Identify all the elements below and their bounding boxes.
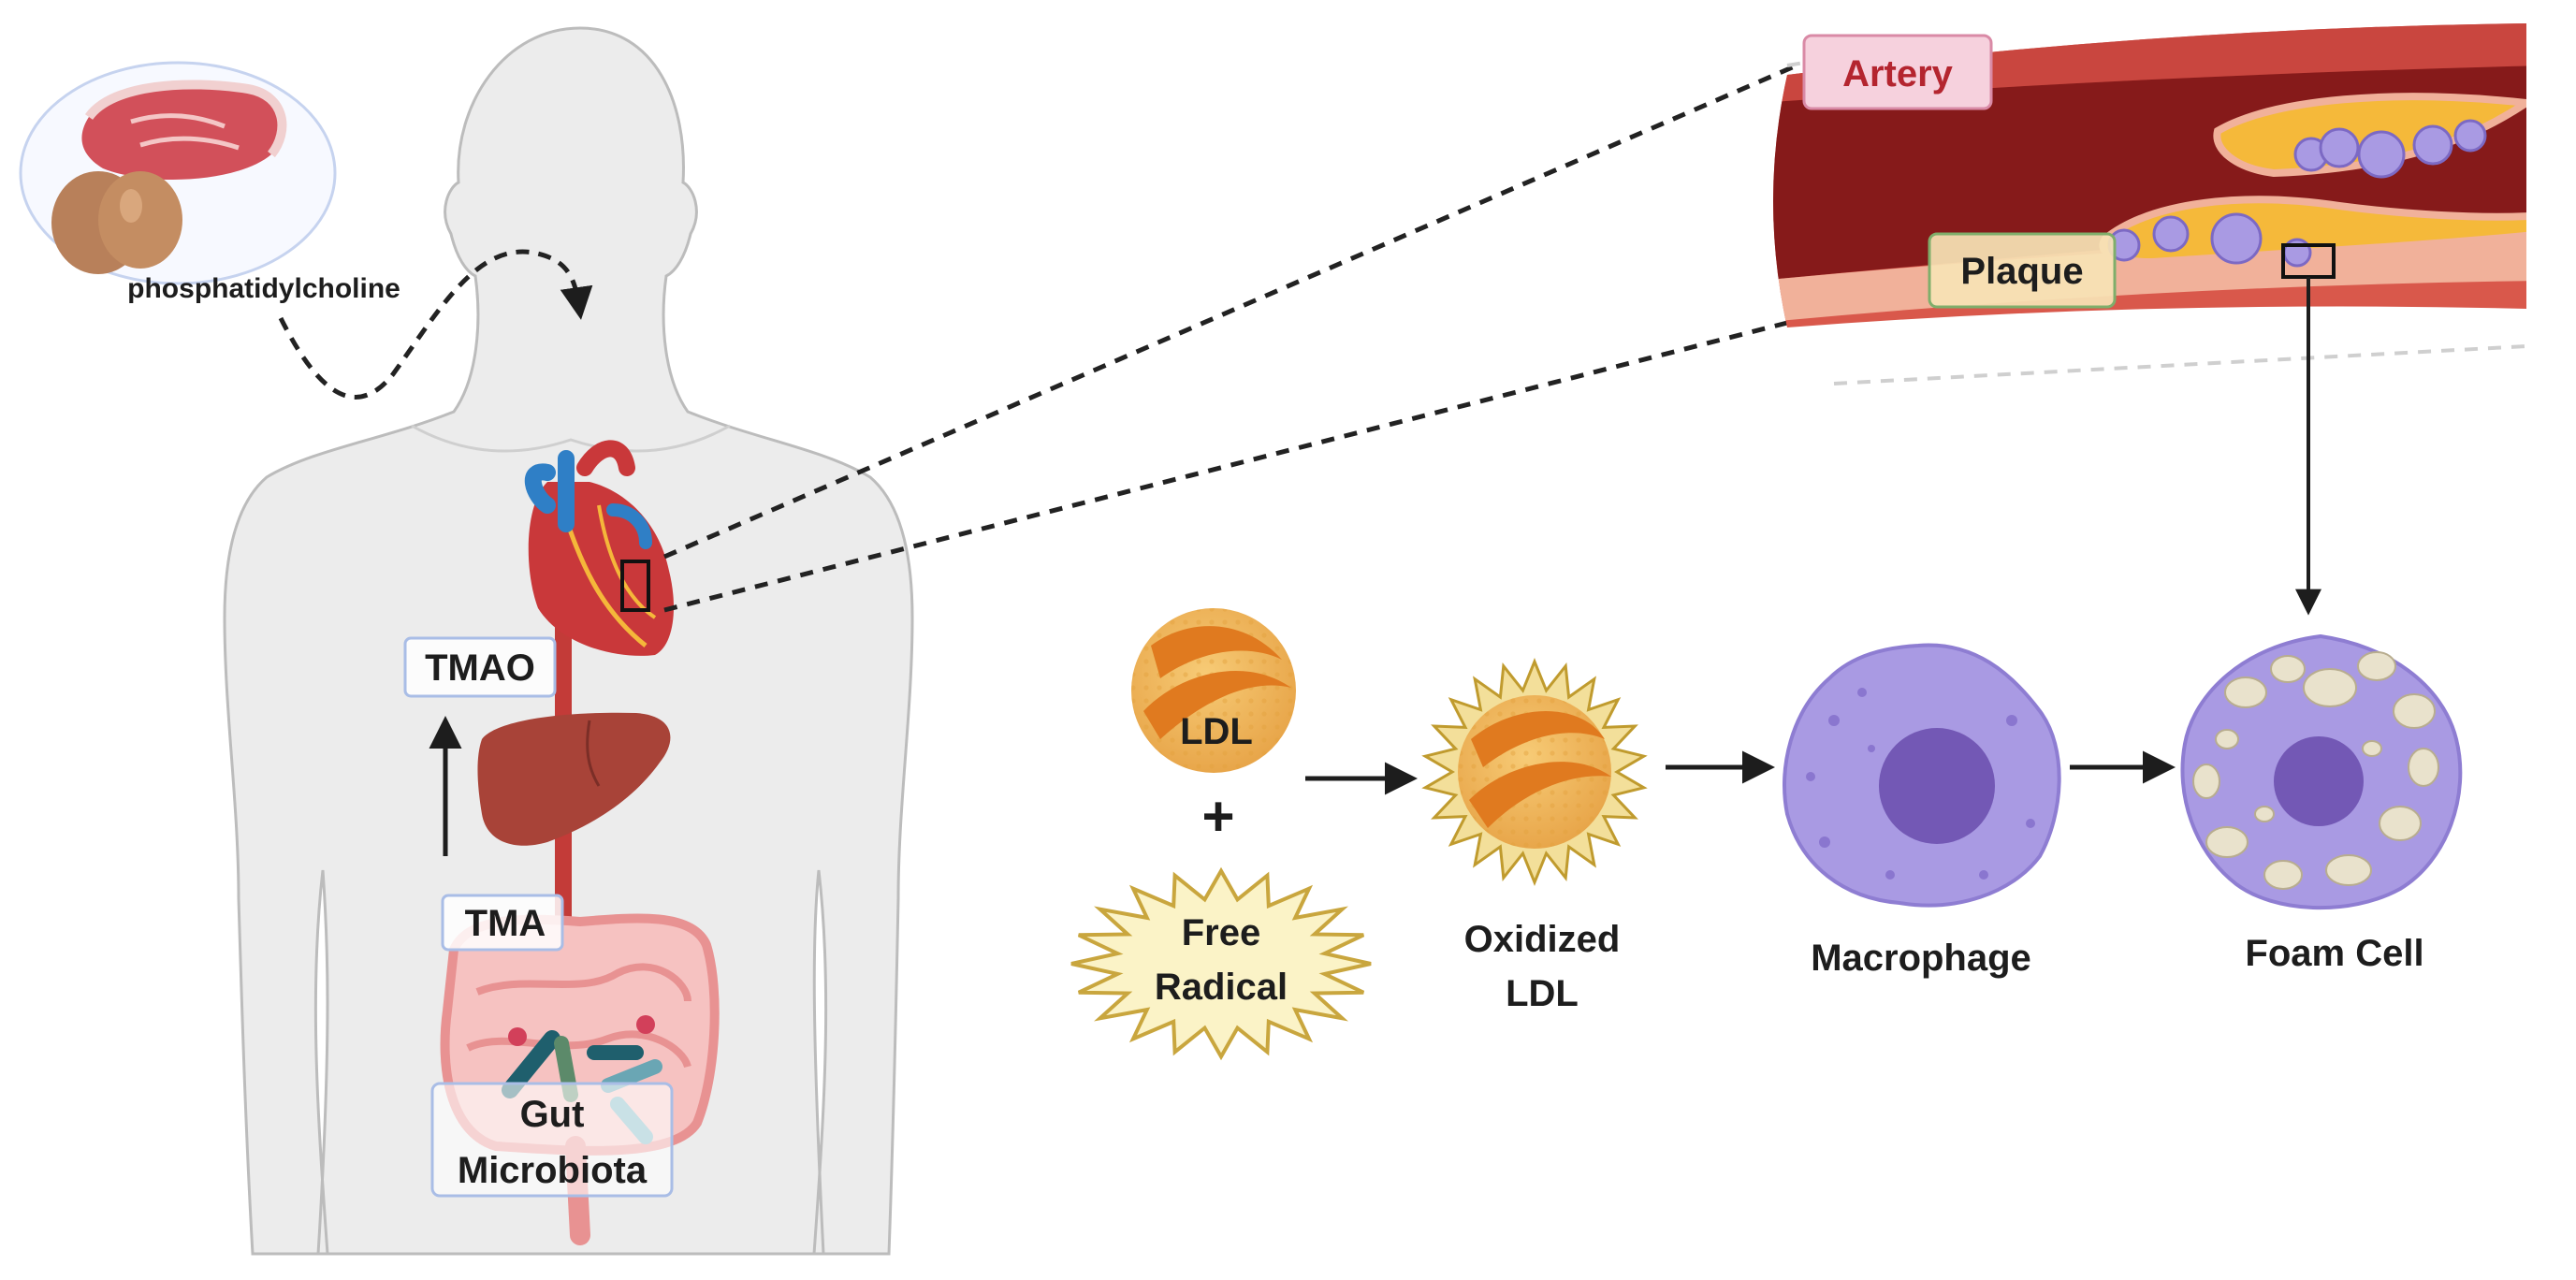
plaque-label: Plaque bbox=[1928, 232, 2117, 309]
ldl-text: LDL bbox=[1180, 711, 1253, 752]
zoom-line-upper bbox=[663, 63, 1797, 560]
liver-icon bbox=[477, 712, 671, 846]
zoom-line-lower-faint bbox=[1833, 344, 2527, 385]
oxidized-ldl-text: LDL bbox=[1506, 973, 1579, 1014]
oxidized-text: Oxidized bbox=[1464, 919, 1621, 960]
tmao-label: TMAO bbox=[403, 636, 557, 698]
tma-label: TMA bbox=[441, 894, 564, 952]
plaque-cells bbox=[2107, 119, 2487, 268]
macrophage-text: Macrophage bbox=[1811, 938, 2031, 979]
radical-text: Radical bbox=[1155, 967, 1288, 1008]
foam-cell-text: Foam Cell bbox=[2245, 933, 2423, 974]
oxidized-ldl-icon: Oxidized LDL bbox=[1421, 658, 1648, 1014]
artery-label: Artery bbox=[1802, 34, 1993, 110]
macrophage-icon: Macrophage bbox=[1783, 643, 2061, 979]
tma-text: TMA bbox=[465, 903, 546, 944]
ldl-particle-icon: LDL bbox=[1131, 608, 1296, 773]
heart-icon bbox=[524, 440, 674, 656]
plaque-text: Plaque bbox=[1960, 251, 2083, 292]
phosphatidylcholine-label: phosphatidylcholine bbox=[127, 273, 400, 304]
free-radical-icon: Free Radical bbox=[1070, 866, 1372, 1061]
foam-cell-icon: Foam Cell bbox=[2180, 633, 2463, 974]
food-source-bubble: phosphatidylcholine bbox=[19, 61, 593, 400]
tmao-text: TMAO bbox=[425, 647, 535, 689]
meat-steak-icon bbox=[81, 80, 287, 180]
egg-icon bbox=[51, 171, 182, 274]
free-text: Free bbox=[1182, 912, 1261, 953]
gut-text: Gut bbox=[520, 1094, 585, 1135]
gut-microbiota-label: Gut Microbiota bbox=[430, 1082, 674, 1198]
artery-text: Artery bbox=[1842, 53, 1954, 95]
microbiota-text: Microbiota bbox=[458, 1150, 648, 1191]
zoom-line-lower bbox=[663, 320, 1788, 613]
plus-sign: + bbox=[1201, 785, 1234, 848]
heart-zoom-box bbox=[620, 560, 650, 612]
ingestion-arrow bbox=[278, 249, 593, 400]
